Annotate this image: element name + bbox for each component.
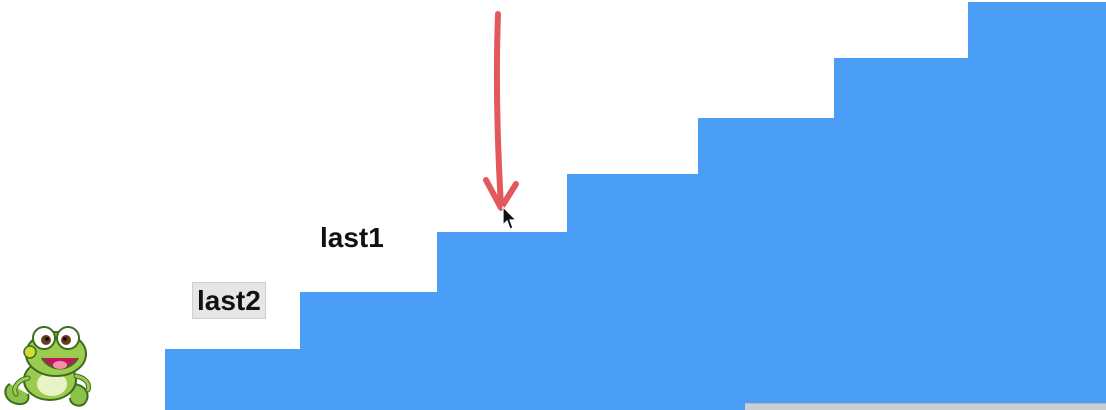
down-arrow-icon — [483, 11, 519, 211]
frog-mascot-icon — [4, 326, 91, 407]
mouse-cursor-icon — [502, 206, 518, 230]
stair-steps — [165, 2, 1106, 410]
label-last2: last2 — [192, 282, 266, 319]
label-last1: last1 — [320, 222, 384, 253]
bottom-scrollbar-strip — [745, 403, 1106, 410]
